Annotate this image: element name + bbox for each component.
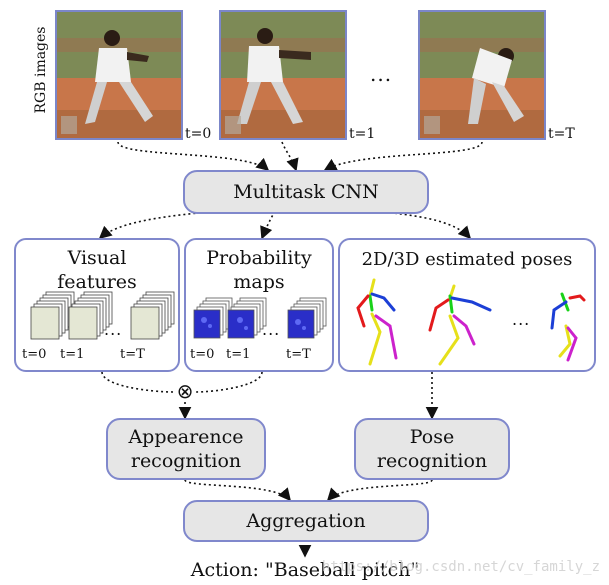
prob-time-0: t=0	[190, 347, 215, 362]
visual-features-title-line2: features	[57, 271, 137, 293]
multitask-cnn-label: Multitask CNN	[233, 181, 379, 203]
frame-0-time: t=0	[185, 126, 212, 142]
fusion-multiply-icon: ⊗	[176, 379, 194, 403]
probability-maps-box: Probability maps ... t=0 t=1 t=T	[184, 238, 334, 372]
rgb-frame-1	[219, 10, 347, 140]
poses-ellipsis: ...	[512, 310, 531, 329]
rgb-frame-0	[55, 10, 183, 140]
visual-time-0: t=0	[22, 347, 47, 362]
frame-T-time: t=T	[548, 126, 575, 142]
arrow-frameT-to-cnn	[323, 141, 483, 171]
rgb-images-label: RGB images	[33, 26, 49, 114]
multitask-cnn-box: Multitask CNN	[183, 170, 429, 214]
arrow-cnn-to-poses	[344, 207, 472, 240]
feature-stacks-icon	[30, 291, 175, 340]
visual-features-title-line1: Visual	[67, 247, 127, 269]
watermark: https://blog.csdn.net/cv_family_z	[321, 559, 600, 575]
prob-time-T: t=T	[286, 347, 311, 362]
arrow-pose-to-agg	[326, 479, 433, 502]
estimated-poses-title: 2D/3D estimated poses	[361, 249, 573, 270]
visual-time-T: t=T	[120, 347, 145, 362]
frames-ellipsis: ...	[370, 62, 393, 86]
arrow-prob-to-fusion	[195, 371, 263, 393]
arrow-frame1-to-cnn	[281, 141, 299, 172]
action-label: Action: "Baseball pitch"	[190, 559, 420, 581]
appearance-recognition-box: Appearence recognition	[106, 418, 266, 480]
arrow-frame0-to-cnn	[117, 141, 270, 172]
heatmap-stacks-icon	[193, 297, 327, 339]
prob-time-1: t=1	[226, 347, 251, 362]
visual-features-box: Visual features ... t=0 t=1 t=T	[14, 238, 180, 372]
frame-1-time: t=1	[349, 126, 376, 142]
aggregation-box: Aggregation	[183, 500, 429, 542]
appearance-line1: Appearence	[128, 426, 244, 448]
pose-skeletons-icon	[356, 278, 586, 366]
probability-maps-title-line1: Probability	[206, 247, 312, 269]
visual-ellipsis: ...	[104, 320, 123, 339]
arrow-visual-to-fusion	[101, 371, 175, 393]
rgb-frame-T	[418, 10, 546, 140]
pose-line1: Pose	[409, 426, 455, 448]
visual-time-1: t=1	[60, 347, 85, 362]
appearance-line2: recognition	[130, 450, 242, 472]
probability-maps-title-line2: maps	[233, 271, 285, 293]
prob-ellipsis: ...	[262, 320, 281, 339]
aggregation-label: Aggregation	[246, 510, 366, 532]
estimated-poses-box: 2D/3D estimated poses ...	[338, 238, 596, 372]
arrow-cnn-to-prob	[260, 210, 276, 240]
pose-line2: recognition	[376, 450, 488, 472]
arrow-appearance-to-agg	[184, 479, 292, 502]
pose-recognition-box: Pose recognition	[354, 418, 510, 480]
